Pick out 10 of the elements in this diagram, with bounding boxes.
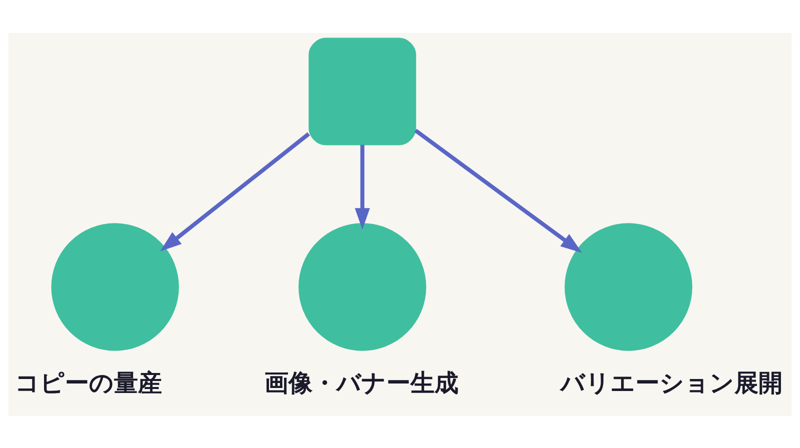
arrow <box>414 128 582 252</box>
node-label: バリエーション展開 <box>560 368 783 397</box>
arrow <box>354 144 370 230</box>
node-circle <box>298 222 426 350</box>
node-circle <box>51 222 179 350</box>
arrow <box>160 132 310 251</box>
node-label: 画像・バナー生成 <box>264 368 458 397</box>
node-circle <box>564 222 692 350</box>
node-label: コピーの量産 <box>14 368 162 397</box>
node-box <box>308 37 416 145</box>
